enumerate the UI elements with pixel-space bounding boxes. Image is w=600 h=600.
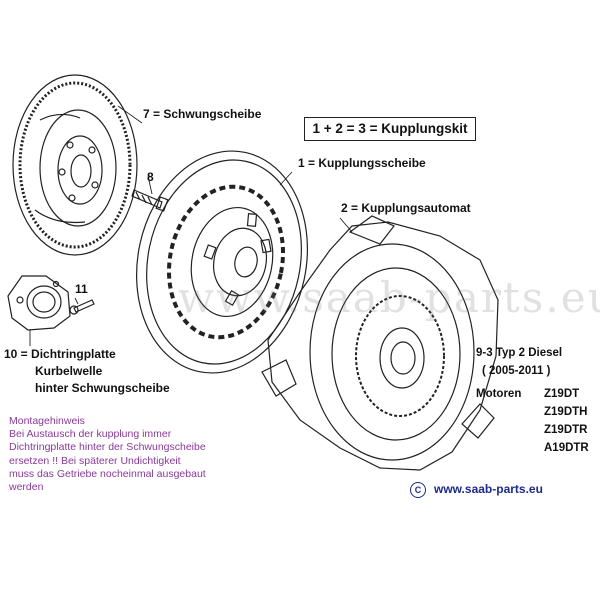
- note-line: Montagehinweis: [9, 415, 85, 427]
- engine-code: A19DTR: [544, 442, 589, 454]
- pressure-plate-drawing: [261, 215, 499, 471]
- assembly-note: Montagehinweis Bei Austausch der kupplun…: [9, 415, 294, 494]
- clutch-disc-drawing: [135, 150, 309, 374]
- label-flywheel: 7 = Schwungscheibe: [143, 107, 262, 121]
- vehicle-years: ( 2005-2011 ): [482, 365, 551, 377]
- label-screw-11: 11: [75, 282, 88, 296]
- leader-lines: [29, 105, 353, 346]
- note-line: muss das Getriebe nocheinmal ausgebaut: [9, 467, 206, 480]
- label-bolt-8: 8: [147, 170, 154, 184]
- website-link[interactable]: www.saab-parts.eu: [434, 482, 543, 497]
- seal-plate-drawing: [7, 275, 71, 331]
- engines-label: Motoren: [476, 388, 522, 400]
- note-line: ersetzen !! Bei späterer Undichtigkeit: [9, 454, 181, 467]
- watermark: www.saab-parts.eu: [178, 273, 600, 322]
- engine-code: Z19DTH: [544, 406, 588, 418]
- flywheel-drawing: [12, 74, 138, 256]
- note-line: Dichtringplatte hinter der Schwungscheib…: [9, 441, 206, 454]
- label-seal-plate: 10 = Dichtringplatte: [4, 347, 116, 361]
- label-clutch-kit: 1 + 2 = 3 = Kupplungskit: [304, 117, 476, 141]
- copyright-icon: C: [410, 482, 426, 498]
- label-clutch-disc: 1 = Kupplungsscheibe: [298, 156, 426, 170]
- label-seal-plate-line3: hinter Schwungscheibe: [35, 381, 170, 395]
- note-line: Bei Austausch der kupplung immer: [9, 428, 172, 441]
- note-line: werden: [9, 481, 44, 494]
- screw-11-drawing: [69, 299, 95, 315]
- engine-code: Z19DTR: [544, 424, 588, 436]
- engine-code: Z19DT: [544, 388, 580, 400]
- label-seal-plate-line2: Kurbelwelle: [35, 364, 103, 378]
- label-pressure-plate: 2 = Kupplungsautomat: [341, 201, 471, 215]
- vehicle-model: 9-3 Typ 2 Diesel: [476, 347, 563, 359]
